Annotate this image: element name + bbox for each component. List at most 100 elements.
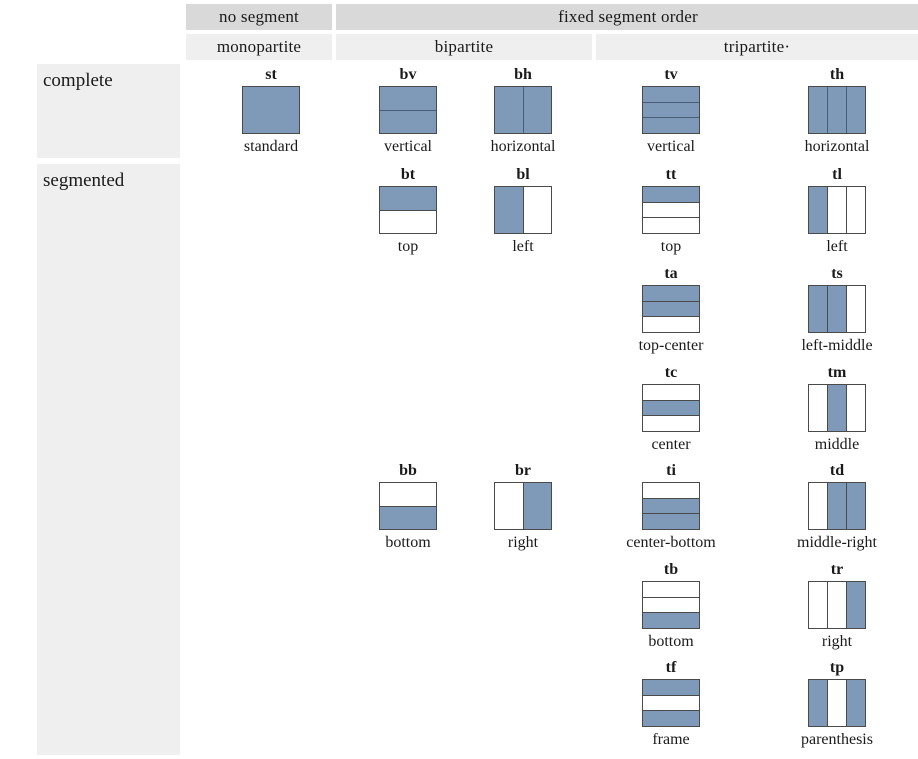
glyph-segment [643, 385, 699, 400]
glyph-caption-bb: bottom [385, 534, 431, 551]
glyph-segment [380, 505, 436, 529]
glyph-code-th: th [829, 66, 845, 83]
glyph-caption-tl: left [826, 238, 848, 255]
glyph-code-ts: ts [831, 265, 843, 282]
glyph-code-ti: ti [666, 462, 676, 479]
glyph-segment [846, 483, 865, 529]
glyph-shape-td [808, 482, 866, 530]
glyph-caption-ts: left-middle [801, 337, 873, 354]
glyph-segment [643, 201, 699, 218]
glyph-cell-ti[interactable]: ti center-bottom [613, 462, 729, 552]
glyph-segment [827, 483, 846, 529]
header-tripartite: tripartite· [596, 34, 918, 60]
glyph-shape-tt [642, 186, 700, 234]
glyph-shape-tb [642, 581, 700, 629]
glyph-caption-ta: top-center [638, 337, 704, 354]
glyph-segment [495, 187, 523, 233]
glyph-segment [380, 209, 436, 233]
glyph-caption-br: right [507, 534, 539, 551]
glyph-segment [643, 497, 699, 514]
glyph-code-tl: tl [832, 166, 842, 183]
glyph-shape-br [494, 482, 552, 530]
glyph-caption-tf: frame [652, 731, 690, 748]
glyph-shape-st [242, 86, 300, 134]
glyph-segment [809, 680, 827, 726]
glyph-segment [827, 582, 846, 628]
glyph-caption-bh: horizontal [490, 138, 556, 155]
glyph-shape-tc [642, 384, 700, 432]
row-label-complete: complete [37, 64, 180, 158]
glyph-cell-tt[interactable]: tt top [613, 166, 729, 256]
row-label-segmented: segmented [37, 164, 180, 755]
glyph-cell-tf[interactable]: tf frame [613, 659, 729, 749]
glyph-code-tt: tt [665, 166, 677, 183]
header-level-2: monopartite bipartite tripartite· [186, 34, 918, 60]
glyph-cell-tl[interactable]: tl left [779, 166, 895, 256]
glyph-shape-tf [642, 679, 700, 727]
glyph-shape-th [808, 86, 866, 134]
glyph-segment [380, 109, 436, 133]
glyph-caption-bv: vertical [384, 138, 432, 155]
glyph-segment [643, 217, 699, 233]
glyph-code-tf: tf [665, 659, 677, 676]
glyph-segment [643, 399, 699, 416]
header-monopartite: monopartite [186, 34, 332, 60]
glyph-shape-tv [642, 86, 700, 134]
glyph-shape-tl [808, 186, 866, 234]
glyph-caption-td: middle-right [797, 534, 877, 551]
glyph-cell-br[interactable]: br right [465, 462, 581, 552]
glyph-cell-tb[interactable]: tb bottom [613, 561, 729, 651]
glyph-segment [827, 286, 846, 332]
glyph-segment [643, 187, 699, 202]
glyph-segment [243, 87, 299, 133]
header-no-segment: no segment [186, 4, 332, 30]
glyph-caption-tr: right [821, 633, 853, 650]
glyph-shape-bl [494, 186, 552, 234]
glyph-segment [643, 513, 699, 529]
glyph-caption-tt: top [660, 238, 682, 255]
glyph-segment [809, 582, 827, 628]
glyph-segment [827, 87, 846, 133]
glyph-caption-ti: center-bottom [626, 534, 716, 551]
glyph-cell-bv[interactable]: bv vertical [350, 66, 466, 156]
glyph-segment [643, 483, 699, 498]
glyph-segment [643, 316, 699, 332]
glyph-code-bv: bv [399, 66, 417, 83]
glyph-shape-bh [494, 86, 552, 134]
glyph-segment [380, 87, 436, 110]
header-fixed-segment-order: fixed segment order [336, 4, 918, 30]
glyph-caption-tb: bottom [648, 633, 694, 650]
glyph-cell-ts[interactable]: ts left-middle [779, 265, 895, 355]
glyph-shape-bv [379, 86, 437, 134]
header-bipartite: bipartite [336, 34, 592, 60]
glyph-segment [643, 117, 699, 133]
glyph-code-tb: tb [663, 561, 679, 578]
glyph-segment [380, 187, 436, 210]
glyph-segment [380, 483, 436, 506]
glyph-code-bt: bt [400, 166, 416, 183]
glyph-segment [846, 582, 865, 628]
glyph-segment [643, 286, 699, 301]
glyph-segment [809, 286, 827, 332]
glyph-segment [522, 187, 551, 233]
glyph-segment [846, 385, 865, 431]
glyph-code-br: br [515, 462, 531, 479]
glyph-caption-bl: left [512, 238, 534, 255]
glyph-segment [846, 286, 865, 332]
glyph-segment [643, 596, 699, 613]
glyph-shape-ts [808, 285, 866, 333]
glyph-segment [643, 87, 699, 102]
